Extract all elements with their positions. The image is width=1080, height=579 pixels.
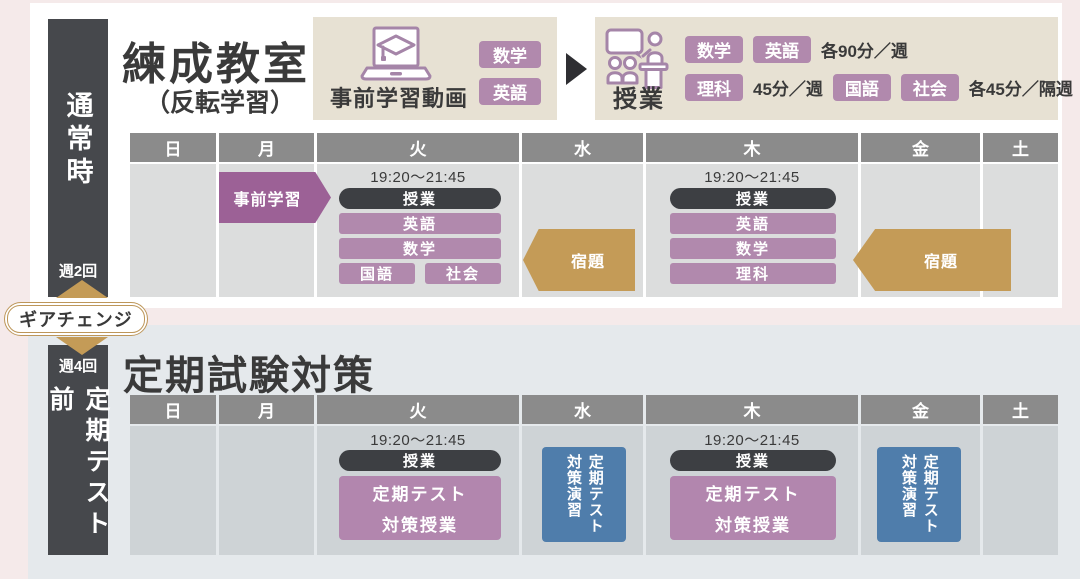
column-sunday: 日: [130, 133, 216, 297]
day-header-tue: 火: [317, 133, 519, 162]
wednesday-homework-arrow: 宿題: [523, 229, 635, 291]
normal-mode-label: 通常時: [62, 91, 93, 190]
lesson-note-45min: 45分／週: [753, 80, 823, 99]
column-sunday: 日: [130, 395, 216, 555]
exam-prep-line2: 対策授業: [382, 516, 458, 535]
teacher-classroom-icon: [605, 28, 669, 89]
gear-change-label: ギアチェンジ: [19, 310, 133, 330]
friday-exam-practice-box: 定期テスト対策演習: [877, 447, 961, 542]
lesson-box: 授業 数学 英語 各90分／週 理科 45分／週 国語 社会 各45分／隔週: [595, 17, 1073, 120]
subject-badge-english: 英語: [753, 36, 811, 63]
subject-badge-math: 数学: [685, 36, 743, 63]
arrow-up-icon: [56, 280, 108, 298]
tuesday-lesson-pill: 授業: [339, 450, 501, 471]
lesson-detail-rows: 数学 英語 各90分／週 理科 45分／週 国語 社会 各45分／隔週: [685, 17, 1073, 120]
lesson-row-weekly: 数学 英語 各90分／週: [685, 36, 1054, 63]
thursday-bar-science: 理科: [670, 263, 836, 284]
day-header-thu: 木: [646, 133, 858, 162]
lesson-note-90min: 各90分／週: [821, 42, 908, 61]
lesson-label: 授業: [613, 86, 665, 113]
exam-practice-label: 定期テスト対策演習: [900, 453, 939, 534]
subject-badge-science: 理科: [685, 74, 743, 101]
friday-homework-arrow: 宿題: [853, 229, 1011, 291]
normal-mode-frequency: 週2回: [58, 263, 98, 280]
prestudy-arrow: 事前学習: [219, 172, 331, 223]
day-header-thu: 木: [646, 395, 858, 424]
tuesday-time: 19:20～21:45: [370, 169, 466, 186]
subject-badge-social: 社会: [900, 74, 959, 101]
exam-mode-label: 定期テスト前: [46, 386, 110, 541]
subject-badge-english: 英語: [479, 78, 541, 105]
tuesday-time: 19:20～21:45: [370, 432, 466, 449]
cell-sunday: [130, 426, 216, 555]
day-header-mon: 月: [219, 395, 314, 424]
exam-mode-rail: 週4回 定期テスト前: [46, 345, 110, 555]
tuesday-bar-english: 英語: [339, 213, 501, 234]
exam-prep-line2: 対策授業: [715, 516, 791, 535]
cell-sunday: [130, 164, 216, 297]
laptop-graduation-icon: [360, 26, 432, 81]
thursday-lesson-pill: 授業: [670, 450, 836, 471]
flow-right-arrow-icon: [566, 53, 587, 85]
thursday-bar-english: 英語: [670, 213, 836, 234]
thursday-time: 19:20～21:45: [704, 169, 800, 186]
tuesday-bar-social: 社会: [425, 263, 501, 284]
thursday-bar-math: 数学: [670, 238, 836, 259]
gear-change-badge: ギアチェンジ: [4, 302, 148, 336]
day-header-fri: 金: [861, 395, 980, 424]
wednesday-exam-practice-box: 定期テスト対策演習: [542, 447, 626, 542]
subject-badge-japanese: 国語: [832, 74, 891, 101]
day-header-wed: 水: [522, 133, 643, 162]
column-monday: 月: [219, 395, 314, 555]
day-header-sat: 土: [983, 133, 1058, 162]
prestudy-video-box: 事前学習動画 数学 英語: [313, 17, 557, 120]
tuesday-bar-japanese: 国語: [339, 263, 415, 284]
tuesday-exam-prep-box: 定期テスト 対策授業: [339, 476, 501, 540]
tuesday-bar-math: 数学: [339, 238, 501, 259]
normal-section-title: 練成教室: [122, 40, 310, 89]
tuesday-lesson-pill: 授業: [339, 188, 501, 209]
lesson-row-biweekly: 理科 45分／週 国語 社会 各45分／隔週: [685, 74, 1073, 101]
arrow-down-icon: [56, 337, 108, 355]
normal-section-subtitle: （反転学習）: [144, 89, 295, 117]
thursday-time: 19:20～21:45: [704, 432, 800, 449]
normal-mode-rail: 通常時 週2回: [48, 19, 108, 297]
thursday-lesson-pill: 授業: [670, 188, 836, 209]
day-header-tue: 火: [317, 395, 519, 424]
day-header-sun: 日: [130, 395, 216, 424]
exam-prep-line1: 定期テスト: [705, 485, 801, 504]
exam-practice-label: 定期テスト対策演習: [565, 453, 604, 534]
exam-section-title: 定期試験対策: [123, 354, 375, 398]
prestudy-video-label: 事前学習動画: [329, 86, 468, 111]
exam-prep-line1: 定期テスト: [372, 485, 468, 504]
subject-badge-math: 数学: [479, 41, 541, 68]
lesson-note-45min-biweekly: 各45分／隔週: [968, 80, 1073, 99]
column-saturday: 土: [983, 395, 1058, 555]
cell-saturday: [983, 426, 1058, 555]
day-header-sat: 土: [983, 395, 1058, 424]
cell-monday: [219, 426, 314, 555]
thursday-exam-prep-box: 定期テスト 対策授業: [670, 476, 836, 540]
day-header-fri: 金: [861, 133, 980, 162]
exam-mode-frequency: 週4回: [58, 358, 98, 375]
day-header-sun: 日: [130, 133, 216, 162]
day-header-mon: 月: [219, 133, 314, 162]
day-header-wed: 水: [522, 395, 643, 424]
gear-change-badge-inner: ギアチェンジ: [7, 305, 145, 333]
